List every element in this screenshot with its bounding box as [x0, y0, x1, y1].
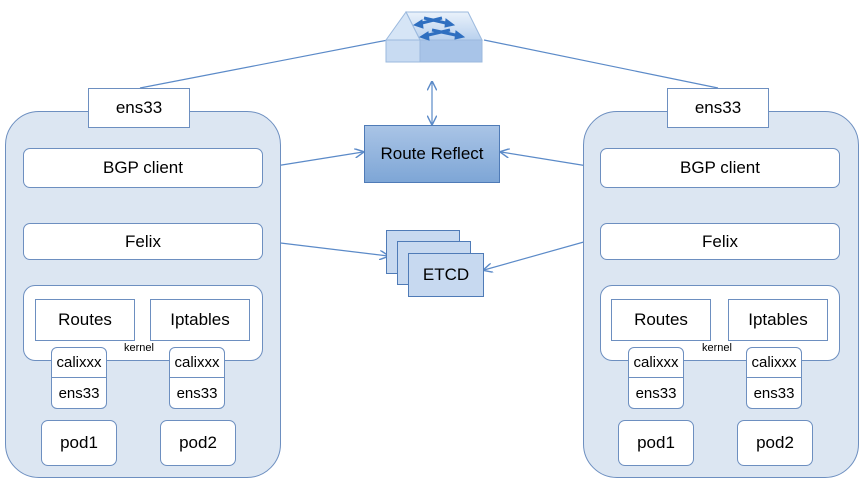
right-veth-2: calixxx ens33	[746, 347, 802, 409]
left-veth-2-cali: calixxx	[170, 348, 224, 378]
left-pod-2: pod2	[160, 420, 236, 466]
right-nic-box: ens33	[667, 88, 769, 128]
left-veth-2-ens: ens33	[176, 384, 218, 402]
uplink-left	[139, 39, 389, 89]
right-iptables-box: Iptables	[728, 299, 828, 341]
etcd-box: ETCD	[408, 253, 484, 297]
right-iptables-label: Iptables	[748, 310, 808, 329]
right-bgp-client: BGP client	[600, 148, 840, 188]
route-reflector-box: Route Reflect	[364, 125, 500, 183]
right-veth-1: calixxx ens33	[628, 347, 684, 409]
right-routes-label: Routes	[634, 310, 688, 329]
right-pod-2-label: pod2	[756, 433, 794, 452]
right-bgp-label: BGP client	[679, 158, 760, 177]
left-routes-box: Routes	[35, 299, 135, 341]
network-switch-icon	[385, 11, 483, 63]
felix-left-etcd-link	[264, 241, 388, 256]
left-bgp-client: BGP client	[23, 148, 263, 188]
right-veth-1-ens: ens33	[635, 384, 677, 402]
right-pod-1-label: pod1	[637, 433, 675, 452]
left-iptables-box: Iptables	[150, 299, 250, 341]
left-pod-1-label: pod1	[60, 433, 98, 452]
right-pod-2: pod2	[737, 420, 813, 466]
right-felix-label: Felix	[702, 231, 738, 251]
uplink-right	[483, 39, 719, 89]
left-pod-2-label: pod2	[179, 433, 217, 452]
left-nic-label: ens33	[115, 98, 163, 117]
right-veth-1-cali: calixxx	[629, 348, 683, 378]
left-veth-1-cali: calixxx	[52, 348, 106, 378]
route-reflector-label: Route Reflect	[380, 144, 484, 163]
right-veth-2-cali: calixxx	[747, 348, 801, 378]
right-felix: Felix	[600, 223, 840, 260]
left-veth-1: calixxx ens33	[51, 347, 107, 409]
left-routes-label: Routes	[58, 310, 112, 329]
right-veth-2-ens: ens33	[753, 384, 795, 402]
right-kernel-label: kernel	[702, 342, 732, 354]
left-iptables-label: Iptables	[170, 310, 230, 329]
left-kernel-label: kernel	[124, 342, 154, 354]
left-felix-label: Felix	[125, 231, 161, 251]
left-nic-box: ens33	[88, 88, 190, 128]
felix-right-etcd-link	[484, 238, 598, 270]
right-pod-1: pod1	[618, 420, 694, 466]
right-routes-box: Routes	[611, 299, 711, 341]
left-pod-1: pod1	[41, 420, 117, 466]
left-felix: Felix	[23, 223, 263, 260]
left-veth-1-ens: ens33	[58, 384, 100, 402]
right-nic-label: ens33	[694, 98, 742, 117]
etcd-label: ETCD	[422, 265, 470, 284]
left-bgp-label: BGP client	[102, 158, 183, 177]
left-veth-2: calixxx ens33	[169, 347, 225, 409]
